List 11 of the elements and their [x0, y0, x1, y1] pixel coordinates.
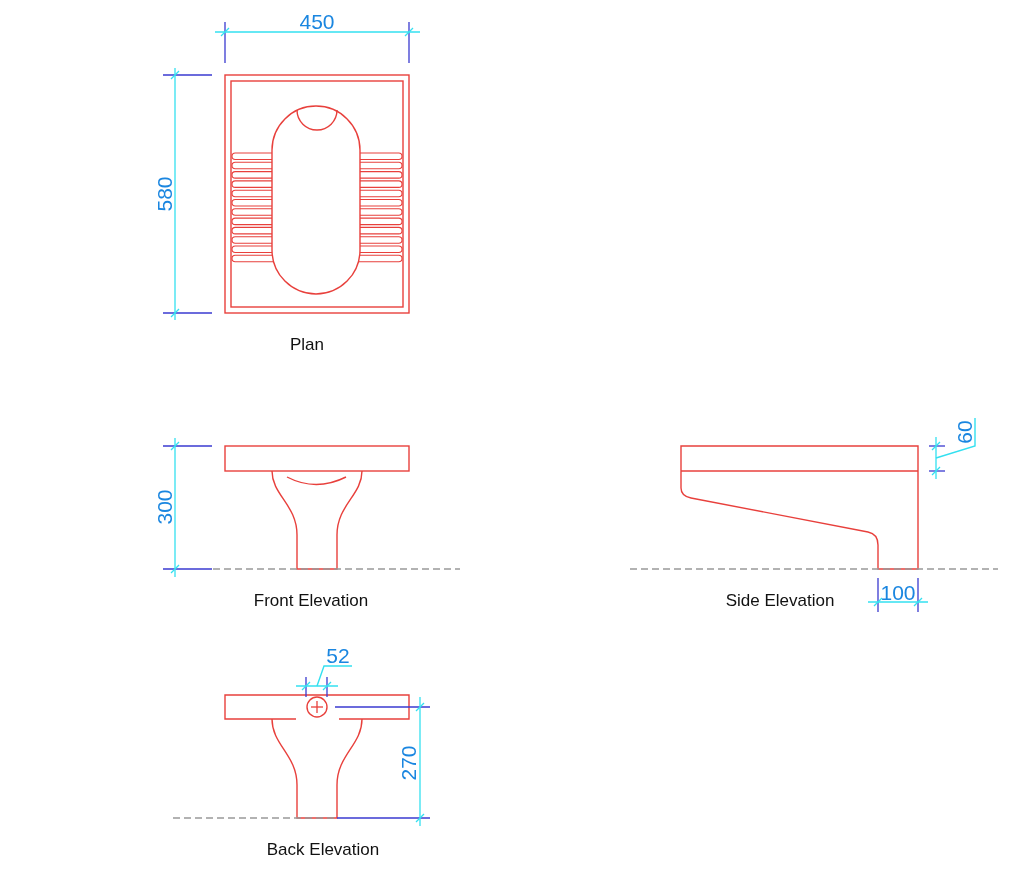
- dimension-label: 60: [953, 420, 975, 444]
- view-title: Front Elevation: [253, 591, 369, 609]
- dimension-label: 52: [326, 644, 350, 666]
- view-title: Back Elevation: [266, 840, 380, 858]
- dimension-label: 450: [299, 10, 335, 32]
- dimension-label: 100: [880, 581, 916, 603]
- dimension-label: 580: [153, 176, 175, 212]
- dimension-label: 300: [153, 489, 175, 525]
- view-title: Side Elevation: [725, 591, 835, 609]
- view-title: Plan: [290, 335, 324, 353]
- dimension-label: 270: [397, 745, 419, 781]
